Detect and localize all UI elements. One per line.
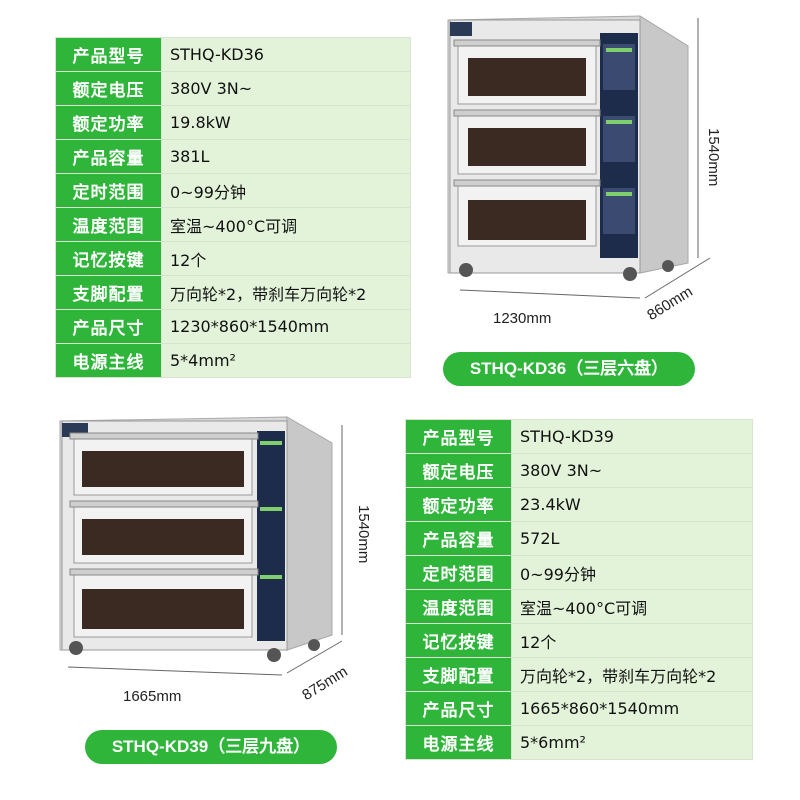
- model-label-kd39: STHQ-KD39（三层九盘）: [85, 730, 337, 764]
- spec-label: 产品尺寸: [55, 309, 162, 344]
- spec-value: 1230*860*1540mm: [161, 309, 411, 344]
- spec-label: 温度范围: [55, 207, 162, 242]
- spec-row: 支脚配置万向轮*2，带刹车万向轮*2: [55, 275, 411, 310]
- spec-label: 支脚配置: [55, 275, 162, 310]
- oven-kd36-image: [447, 15, 711, 299]
- spec-label: 电源主线: [405, 725, 512, 760]
- spec-value: 572L: [511, 521, 753, 556]
- spec-label: 产品尺寸: [405, 691, 512, 726]
- spec-label: 定时范围: [405, 555, 512, 590]
- spec-value: 12个: [511, 623, 753, 658]
- model-label-kd36: STHQ-KD36（三层六盘）: [443, 352, 695, 386]
- spec-label: 记忆按键: [405, 623, 512, 658]
- spec-value: 0~99分钟: [161, 173, 411, 208]
- spec-value: STHQ-KD39: [511, 419, 753, 454]
- spec-value: 23.4kW: [511, 487, 753, 522]
- spec-value: 12个: [161, 241, 411, 276]
- spec-value: 380V 3N~: [161, 71, 411, 106]
- kd39-width-dim: 1665mm: [123, 688, 182, 705]
- spec-label: 产品容量: [405, 521, 512, 556]
- spec-value: 19.8kW: [161, 105, 411, 140]
- spec-label: 定时范围: [55, 173, 162, 208]
- spec-value: 万向轮*2，带刹车万向轮*2: [161, 275, 411, 310]
- spec-value: 5*6mm²: [511, 725, 753, 760]
- spec-value: 380V 3N~: [511, 453, 753, 488]
- kd39-height-dim: 1540mm: [355, 505, 372, 564]
- spec-label: 温度范围: [405, 589, 512, 624]
- spec-row: 支脚配置万向轮*2，带刹车万向轮*2: [405, 657, 753, 692]
- spec-row: 温度范围室温~400°C可调: [405, 589, 753, 624]
- spec-value: 5*4mm²: [161, 343, 411, 378]
- spec-value: 万向轮*2，带刹车万向轮*2: [511, 657, 753, 692]
- spec-label: 产品型号: [55, 37, 162, 72]
- spec-value: 室温~400°C可调: [161, 207, 411, 242]
- spec-label: 支脚配置: [405, 657, 512, 692]
- spec-value: STHQ-KD36: [161, 37, 411, 72]
- kd36-width-dim: 1230mm: [493, 310, 552, 327]
- oven-kd39-image: [59, 416, 343, 676]
- spec-label: 额定功率: [55, 105, 162, 140]
- spec-label: 额定功率: [405, 487, 512, 522]
- spec-label: 额定电压: [55, 71, 162, 106]
- spec-label: 产品容量: [55, 139, 162, 174]
- spec-value: 室温~400°C可调: [511, 589, 753, 624]
- spec-value: 0~99分钟: [511, 555, 753, 590]
- spec-value: 1665*860*1540mm: [511, 691, 753, 726]
- spec-label: 记忆按键: [55, 241, 162, 276]
- spec-value: 381L: [161, 139, 411, 174]
- kd36-height-dim: 1540mm: [705, 128, 722, 187]
- spec-label: 额定电压: [405, 453, 512, 488]
- spec-row: 温度范围室温~400°C可调: [55, 207, 411, 242]
- spec-label: 电源主线: [55, 343, 162, 378]
- spec-label: 产品型号: [405, 419, 512, 454]
